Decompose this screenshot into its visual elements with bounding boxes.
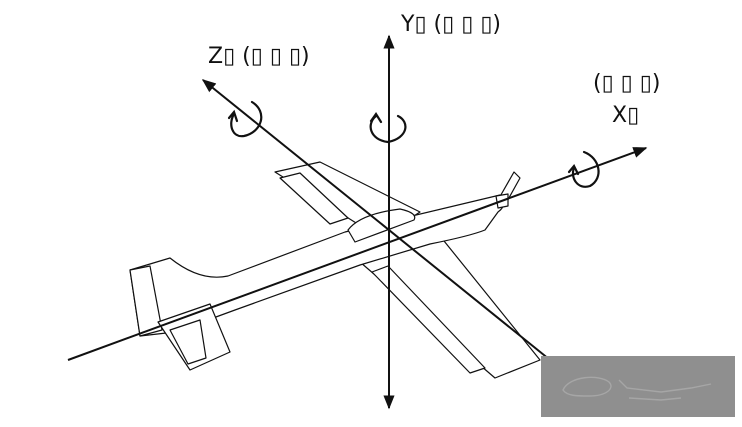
tail-fin	[129, 265, 163, 337]
cockpit-canopy	[347, 208, 416, 243]
z-axis-line	[201, 79, 566, 373]
gray-redaction-overlay	[541, 356, 735, 417]
y-axis-label: Y▯ (▯ ▯ ▯)	[401, 12, 502, 37]
far-wing-aileron	[279, 172, 349, 225]
near-wing-aileron	[371, 265, 486, 374]
x-axis-parenthetical-label: (▯ ▯ ▯)	[593, 71, 661, 96]
rotation-arrows	[227, 100, 600, 188]
x-axis-line	[67, 147, 648, 361]
coordinate-axes	[67, 34, 648, 410]
airplane-outline	[129, 161, 541, 379]
x-axis-label: X▯	[612, 103, 640, 128]
elevator	[169, 319, 207, 365]
y-rotation-arrow-icon	[369, 112, 407, 144]
overlay-sketch	[562, 376, 712, 401]
x-rotation-arrow-icon	[567, 150, 600, 188]
z-rotation-arrow-icon	[227, 100, 263, 138]
z-axis-label: Z▯ (▯ ▯ ▯)	[208, 44, 310, 69]
